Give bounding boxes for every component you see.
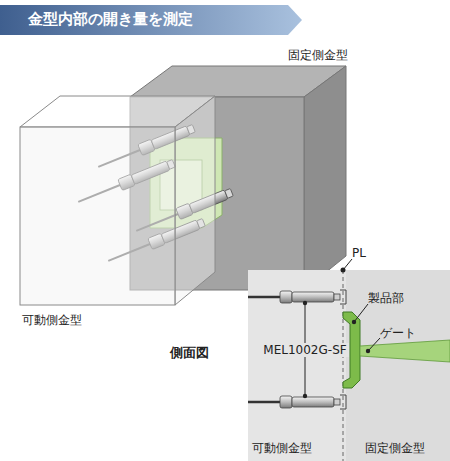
leader-line <box>368 338 380 351</box>
side-view-panel <box>248 259 450 461</box>
part-label: 可動側金型 <box>252 441 312 455</box>
parting-line <box>343 270 344 461</box>
part-label: 側面図 <box>170 345 209 361</box>
title: 金型内部の開き量を測定 <box>28 10 193 28</box>
sensor <box>248 291 340 303</box>
movable-die <box>20 96 215 305</box>
part-label: 製品部 <box>368 291 404 305</box>
callout-dot <box>303 301 307 305</box>
title-banner <box>0 5 302 35</box>
part-label: 可動側金型 <box>22 313 82 327</box>
part-label: 固定側金型 <box>288 48 348 62</box>
callout-dot <box>303 394 307 398</box>
part-label: 固定側金型 <box>365 441 425 455</box>
target-bracket <box>340 290 346 304</box>
leader-line <box>354 304 368 322</box>
gate <box>360 340 450 362</box>
leader-line <box>343 259 352 270</box>
part-label: PL <box>352 246 366 260</box>
part-label: ゲート <box>380 326 416 340</box>
target-bracket <box>340 395 346 409</box>
part-label: MEL1002G-SF <box>261 343 348 357</box>
sensor <box>248 396 340 408</box>
